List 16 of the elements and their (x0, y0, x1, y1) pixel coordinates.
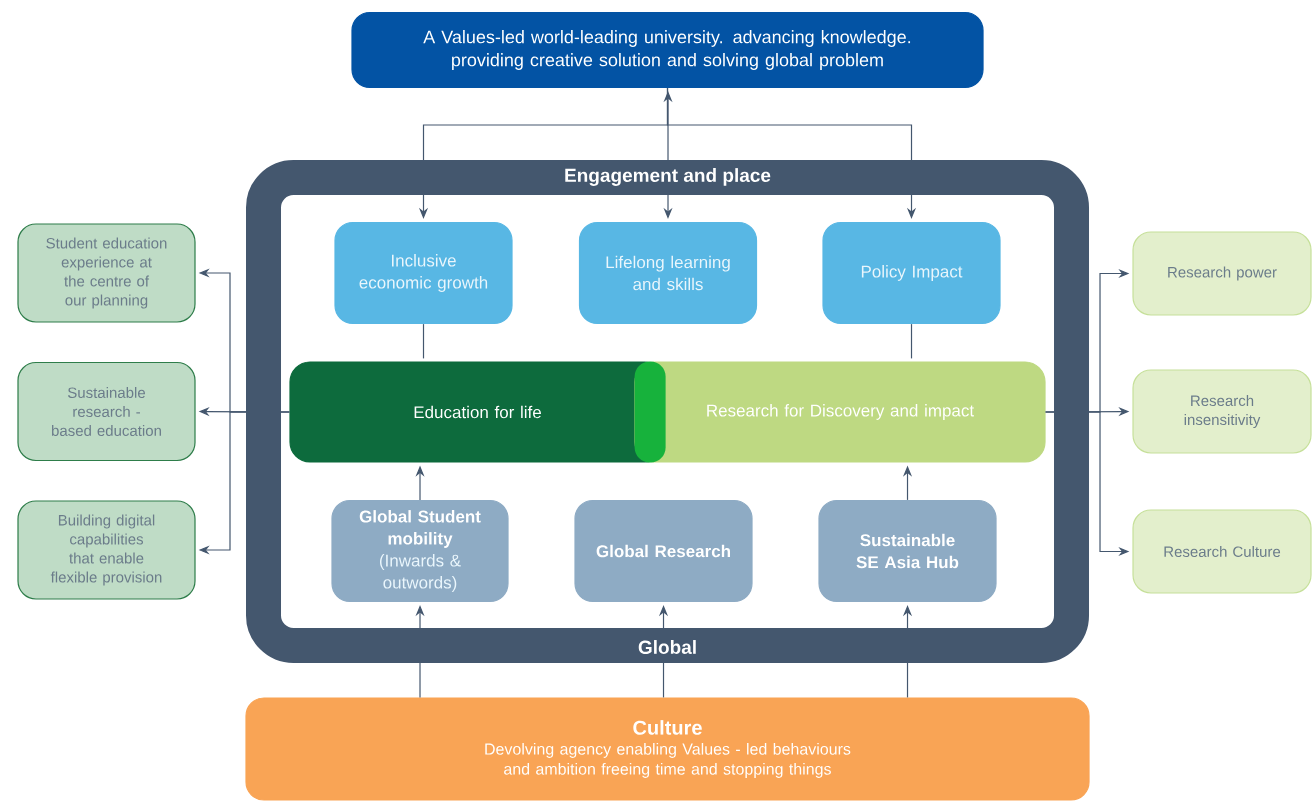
outcome-box: Research insensitivity (1132, 369, 1312, 454)
global-box: Sustainable SE Asia Hub (818, 499, 997, 603)
theme-box: Policy Impact (822, 221, 1001, 325)
outcome-box: Student education experience at the centre of our planning (17, 223, 196, 323)
theme-box: Lifelong learning and skills (578, 221, 758, 325)
goal-box: A Values-led world-leading university. advancing knowledge. providing creative solution and solving global problem (351, 11, 984, 89)
pillar-bar: Research for Discovery and impact (634, 361, 1046, 463)
culture-box: Culture Devolving agency enabling Values - led behaviours and ambition freeing time and stopping things (245, 697, 1090, 801)
theme-box: Inclusive economic growth (334, 221, 513, 325)
outcome-box: Research Culture (1132, 509, 1312, 594)
global-box: Global Student mobility (Inwards & outwords) (331, 499, 509, 603)
outcome-box: Sustainable research - based education (17, 361, 196, 462)
outcome-box: Research power (1132, 231, 1312, 316)
pillar-bar: Education for life (289, 361, 666, 463)
global-box: Global Research (574, 499, 753, 603)
outcome-box: Building digital capabilities that enable flexible provision (17, 500, 196, 600)
